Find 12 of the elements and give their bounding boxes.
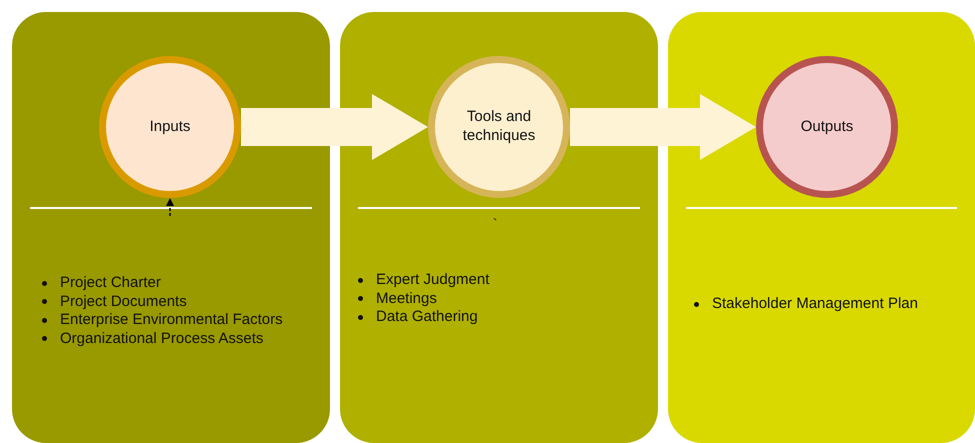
- stray-mark: `: [493, 215, 498, 233]
- stage-panel: [340, 12, 658, 443]
- list-item: Meetings: [376, 290, 437, 308]
- list-item: Expert Judgment: [376, 271, 490, 290]
- stage-panel: [668, 12, 975, 443]
- list-item: Stakeholder Management Plan: [712, 295, 918, 314]
- list-item: Project Charter: [60, 274, 161, 292]
- list-item: Data Gathering: [376, 308, 478, 326]
- list-item: Organizational Process Assets: [60, 330, 264, 348]
- stage-panel: [12, 12, 330, 443]
- list-item: Enterprise Environmental Factors: [60, 311, 283, 330]
- list-item: Project Documents: [60, 292, 187, 311]
